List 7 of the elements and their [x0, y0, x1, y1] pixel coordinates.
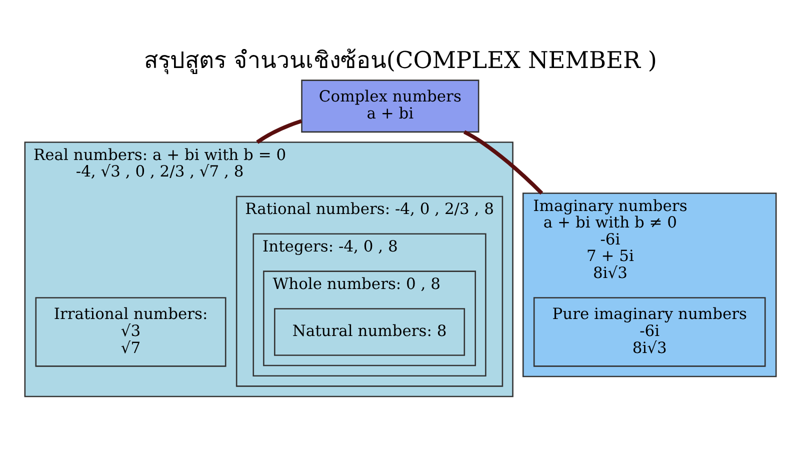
- node-box: Natural numbers: 8: [274, 308, 465, 356]
- connector: [462, 130, 543, 194]
- diagram-title: สรุปสูตร จำนวนเชิงซ้อน(COMPLEX NEMBER ): [144, 46, 656, 74]
- node-box: Irrational numbers: √3 √7: [34, 296, 226, 366]
- node-box: Pure imaginary numbers -6i 8i√3: [532, 296, 766, 366]
- node-box: Complex numbers a + bi: [300, 79, 479, 132]
- connector: [256, 118, 302, 144]
